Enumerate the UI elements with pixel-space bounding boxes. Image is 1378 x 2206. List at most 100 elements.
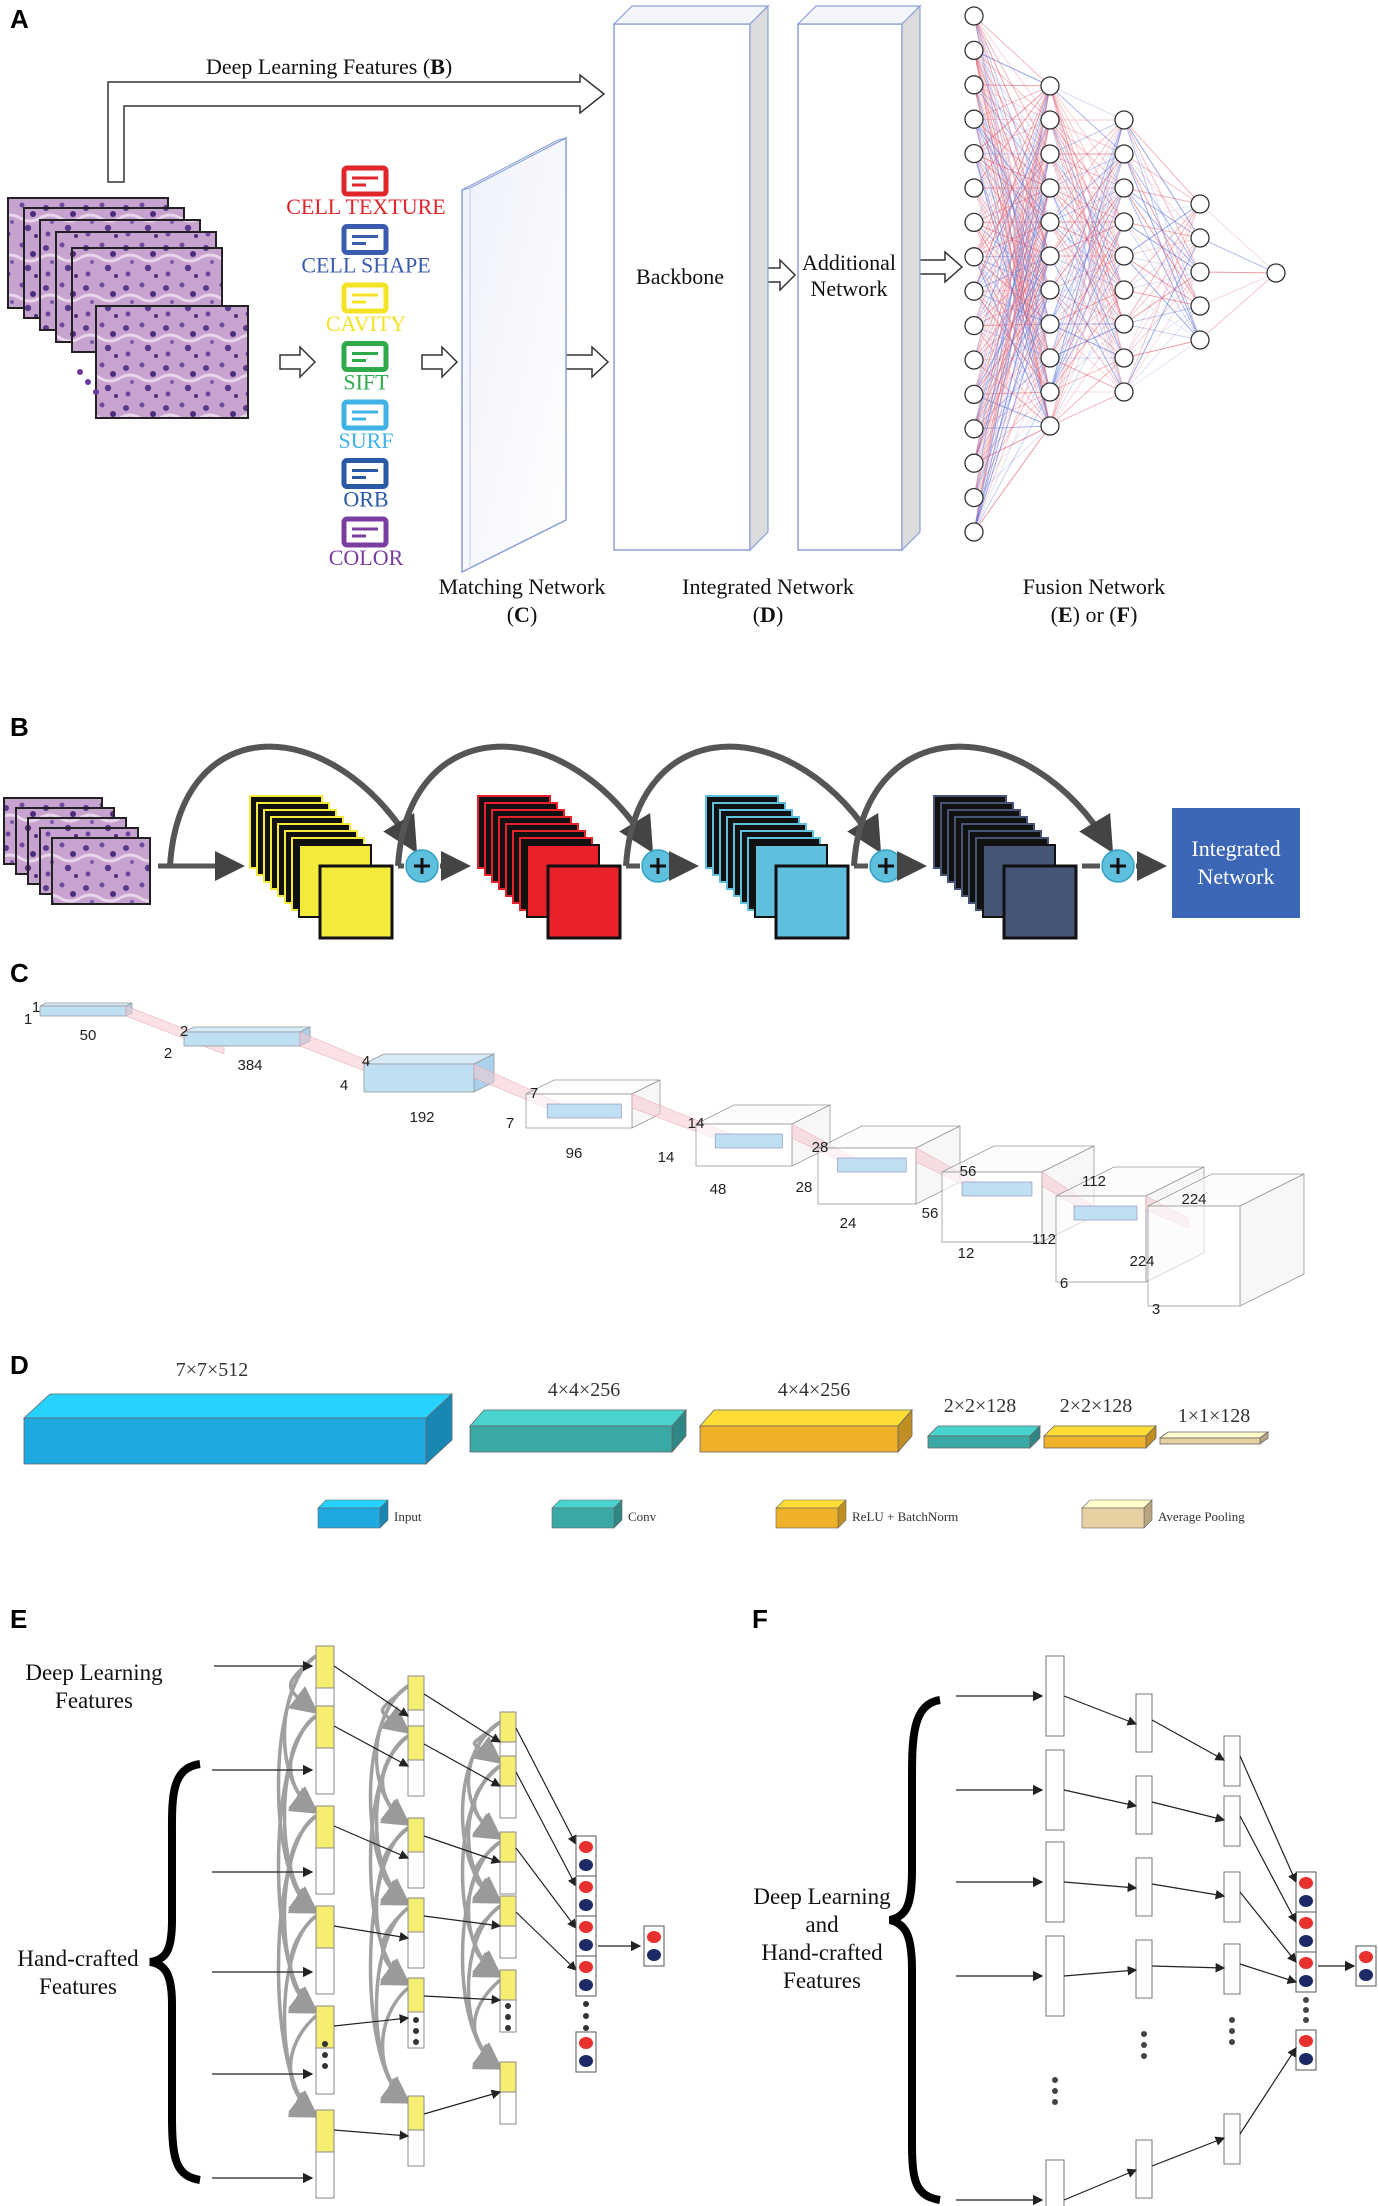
fusion-unit (499, 1895, 517, 1927)
panel-a-label: A (10, 4, 29, 34)
layer-block-top (183, 1026, 311, 1033)
dimension-label: 48 (710, 1181, 727, 1198)
output-arrow (515, 1771, 577, 1888)
ellipsis-icon (583, 2013, 589, 2019)
feature-icon (341, 341, 389, 372)
ellipsis-icon (413, 2039, 419, 2045)
feature-map-front (318, 864, 394, 940)
output-node-red (647, 1931, 661, 1943)
feature-label: COLOR (329, 545, 404, 570)
neuron-node (1040, 144, 1060, 164)
dimension-label: 7 (506, 1115, 514, 1132)
output-node-blue (579, 1939, 593, 1951)
fusion-unit (1045, 1749, 1065, 1831)
brace (888, 1696, 941, 2204)
feature-icon (341, 282, 389, 314)
fusion-unit-lower (499, 1785, 517, 1819)
neuron-node (964, 40, 984, 61)
dimension-label: 224 (1129, 1253, 1154, 1270)
legend-swatch-top (1081, 1499, 1153, 1509)
ellipsis-icon (1229, 2017, 1235, 2023)
output-arrow (1239, 1891, 1297, 1963)
panel-f-label-line-3: Hand-crafted (761, 1940, 883, 1965)
dense-connection-arrow (466, 1904, 503, 2070)
fusion-network-ref: (E) or (F) (1051, 602, 1138, 627)
handcrafted-features-label-e-1: Hand-crafted (17, 1946, 139, 1971)
tensor-block-top (1043, 1425, 1157, 1437)
neuron-node (964, 419, 984, 439)
output-arrow (1239, 1963, 1298, 1984)
ellipsis-icon (1052, 2077, 1058, 2083)
output-node-blue (1299, 1895, 1313, 1907)
tensor-block-top (699, 1409, 913, 1427)
neuron-node (964, 212, 984, 233)
dimension-label: 1 (32, 999, 40, 1016)
fusion-unit (499, 1755, 517, 1787)
layer-block-top (363, 1053, 495, 1065)
feature-label: CELL TEXTURE (286, 194, 445, 219)
layer-arrow (333, 1665, 409, 1717)
ellipsis-icon (413, 2017, 419, 2023)
ellipsis-icon (1303, 2017, 1309, 2023)
panel-a: A Deep Learning Features (B) CELL (7, 4, 1286, 627)
fusion-unit-lower (407, 1931, 425, 1969)
layer-arrow (1063, 1965, 1138, 1977)
tensor-shape-label: 1×1×128 (1178, 1405, 1251, 1427)
neuron-node (1114, 280, 1134, 300)
neuron-node (1190, 330, 1210, 350)
legend-label: Average Pooling (1158, 1509, 1245, 1524)
layer-block (1147, 1205, 1241, 1307)
tensor-block-top (927, 1425, 1041, 1437)
layer-arrow (423, 2089, 502, 2115)
dimension-label: 14 (688, 1115, 705, 1132)
ellipsis-icon (1303, 1997, 1309, 2003)
output-node-blue (1299, 1935, 1313, 1947)
fusion-network-e (149, 1645, 665, 2199)
dimension-label: 4 (340, 1077, 348, 1094)
fusion-unit-lower (407, 2129, 425, 2167)
fusion-network (964, 6, 1286, 542)
fusion-unit (1135, 1775, 1153, 1835)
fusion-unit (499, 1969, 517, 2001)
layer-block (183, 1031, 301, 1047)
output-node-red (1299, 1917, 1313, 1929)
fusion-unit-lower (499, 2091, 517, 2125)
dense-connection-arrow (282, 1714, 319, 1914)
legend-swatch (775, 1507, 839, 1529)
fusion-unit-lower (499, 1925, 517, 1959)
layer-arrow (1151, 1801, 1226, 1823)
skip-connection-arrow (851, 743, 1114, 867)
integrated-network-box (1172, 808, 1300, 918)
ellipsis-icon (1229, 2039, 1235, 2045)
feature-map-front (774, 864, 850, 940)
dimension-label: 50 (80, 1027, 97, 1044)
fusion-unit-lower (315, 2151, 335, 2199)
ellipsis-icon (505, 2003, 511, 2009)
dimension-label: 56 (922, 1205, 939, 1222)
ellipsis-icon (1229, 2028, 1235, 2034)
feature-label: CELL SHAPE (301, 253, 430, 278)
neuron-node (964, 75, 984, 95)
legend-label: ReLU + BatchNorm (852, 1509, 958, 1524)
output-arrow (1239, 1755, 1297, 1884)
additional-network-label-2: Network (811, 276, 888, 301)
tensor-block-top (1158, 1431, 1270, 1439)
neuron-node (1040, 212, 1060, 232)
feature-label: SIFT (343, 370, 389, 395)
ellipsis-icon (583, 2001, 589, 2007)
legend-swatch-top (317, 1499, 389, 1509)
layer-arrow (333, 1825, 410, 1860)
kernel-strip (1073, 1205, 1138, 1221)
layer-arrow (1063, 2168, 1138, 2201)
dense-connection-arrow (288, 2014, 319, 2119)
layer-block (817, 1147, 917, 1205)
neuron-node (1114, 246, 1134, 266)
tensor-block-top (469, 1409, 687, 1427)
panel-f-label-line-4: Features (783, 1968, 861, 1993)
fusion-unit (407, 2095, 425, 2131)
panel-e-label: E (10, 1604, 27, 1634)
layer-arrow (423, 1835, 502, 1864)
neuron-node (964, 522, 984, 542)
